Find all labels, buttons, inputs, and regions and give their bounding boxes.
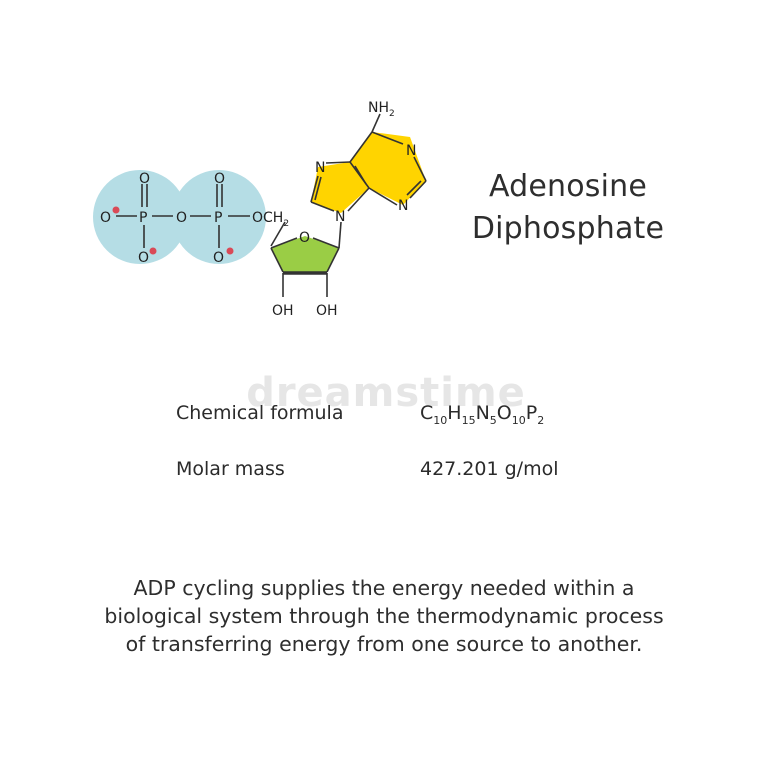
adenine-imidazole-fill [311,162,369,213]
atom-labels: O P O P O O O O OCH2 O OH OH N N N N NH2 [100,100,416,319]
atom-o-top-1: O [139,171,150,187]
atom-o-top-2: O [214,171,225,187]
atom-n-1: N [406,143,416,159]
atom-n-7: N [315,160,325,176]
watermark-text: dreamstime [246,370,526,416]
formula-row: Chemical formula C10H15N5O10P2 [176,396,596,452]
phosphate-circle-1 [93,170,187,264]
atom-o-neg-3: O [213,250,224,266]
description-line-1: ADP cycling supplies the energy needed w… [133,576,635,600]
atom-nh2: NH2 [368,100,395,119]
atom-n-3: N [398,198,408,214]
mass-label: Molar mass [176,458,285,480]
properties-table: Chemical formula C10H15N5O10P2 Molar mas… [176,396,596,508]
atom-o-neg-1: O [100,210,111,226]
atom-oh-right: OH [316,303,338,319]
ribose-ring-fill [271,236,339,272]
description-line-3: of transferring energy from one source t… [125,632,643,656]
description-line-2: biological system through the thermodyna… [104,604,664,628]
mass-value: 427.201 g/mol [420,458,559,480]
charge-dot-3 [226,247,234,255]
phosphate-circle-2 [172,170,266,264]
formula-value: C10H15N5O10P2 [420,402,545,427]
title-line-2: Diphosphate [471,211,665,246]
watermark: dreamstime [236,360,536,430]
atom-p-1: P [139,210,147,226]
atom-o-neg-2: O [138,250,149,266]
negative-charges [112,206,234,255]
charge-dot-2 [149,247,157,255]
atom-n-9: N [335,209,345,225]
title-line-1: Adenosine [488,169,648,204]
atom-och2: OCH2 [252,210,289,229]
charge-dot-1 [112,206,120,214]
atom-p-2: P [214,210,222,226]
atom-oh-left: OH [272,303,294,319]
bonds [116,113,427,297]
description: ADP cycling supplies the energy needed w… [40,574,728,658]
formula-label: Chemical formula [176,402,344,424]
atom-o-bridge: O [176,210,187,226]
adp-structure-diagram: O P O P O O O O OCH2 O OH OH N N N N NH2 [93,100,427,319]
mass-row: Molar mass 427.201 g/mol [176,452,596,508]
molecule-title: Adenosine Diphosphate [448,166,688,250]
atom-o-ring: O [299,230,310,246]
